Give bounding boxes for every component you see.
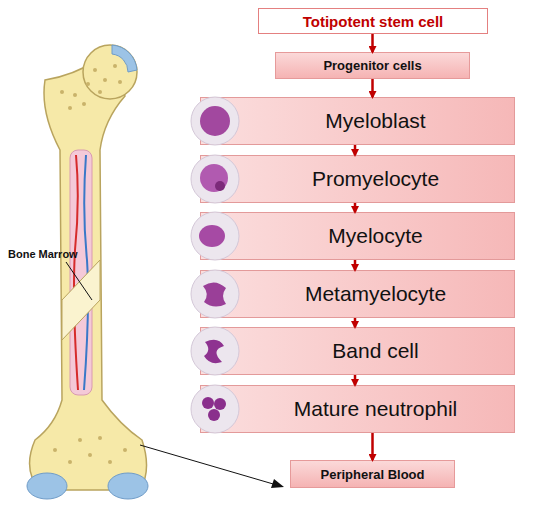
- progenitor-box: Progenitor cells: [275, 52, 470, 79]
- flow-arrow: [371, 433, 374, 460]
- myeloblast-cell: [191, 97, 239, 145]
- flow-arrow: [354, 375, 357, 385]
- stage-band: Promyelocyte: [200, 155, 515, 203]
- myelocyte-cell: [191, 212, 239, 260]
- band-cell: [191, 327, 239, 375]
- node-text: Mature neutrophil: [294, 397, 457, 421]
- stage-band: Myelocyte: [200, 212, 515, 260]
- node-text: Myelocyte: [328, 224, 423, 248]
- node-text: Progenitor cells: [323, 58, 421, 73]
- stage-band: Metamyelocyte: [200, 270, 515, 318]
- leader-line: [66, 262, 92, 300]
- promyelocyte-cell: [191, 155, 239, 203]
- blood-vessel: [74, 155, 78, 390]
- blood-vessel: [84, 155, 88, 390]
- stem-cell-box: Totipotent stem cell: [258, 8, 488, 34]
- flow-arrow: [371, 79, 374, 97]
- femur-bone: [30, 58, 147, 490]
- metamyelocyte-cell: [191, 270, 239, 318]
- bone-cut: [62, 260, 100, 340]
- cartilage-cap: [108, 473, 148, 499]
- flow-arrow: [354, 145, 357, 155]
- cartilage-cap: [112, 45, 137, 72]
- stage-band: Mature neutrophil: [200, 385, 515, 433]
- leader-arrow: [140, 445, 280, 486]
- stage-band: Band cell: [200, 327, 515, 375]
- arrow-head: [271, 479, 284, 488]
- flow-arrow: [354, 260, 357, 270]
- node-text: Promyelocyte: [312, 167, 439, 191]
- node-text: Myeloblast: [325, 109, 425, 133]
- flow-arrow: [354, 318, 357, 327]
- spongy-bone: [53, 64, 127, 464]
- flow-arrow: [354, 203, 357, 212]
- part-label: Bone Marrow: [8, 248, 78, 260]
- blood-box: Peripheral Blood: [290, 460, 455, 488]
- node-text: Band cell: [332, 339, 418, 363]
- node-text: Peripheral Blood: [320, 467, 424, 482]
- femur-head: [83, 45, 137, 99]
- flow-arrow: [371, 34, 374, 52]
- cartilage-cap: [27, 473, 67, 499]
- stage-band: Myeloblast: [200, 97, 515, 145]
- node-text: Metamyelocyte: [305, 282, 446, 306]
- node-text: Totipotent stem cell: [303, 13, 444, 30]
- neutrophil-cell: [191, 385, 239, 433]
